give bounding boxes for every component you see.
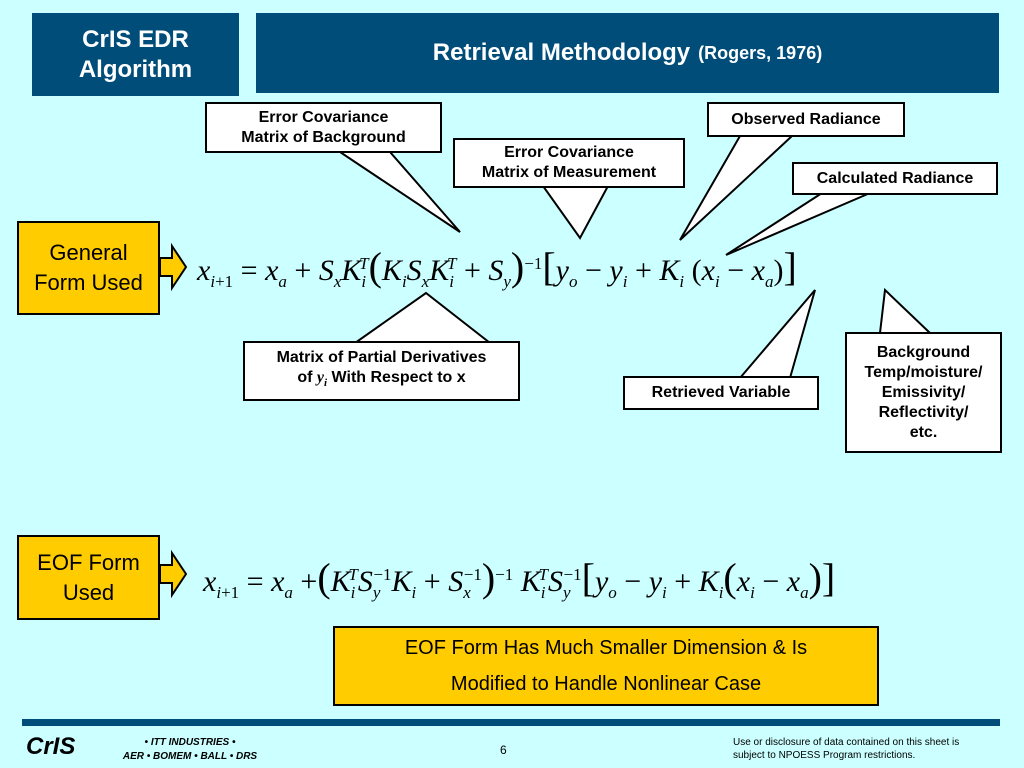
footer-divider <box>22 719 1000 726</box>
footer-legal: Use or disclosure of data contained on t… <box>733 736 1003 762</box>
callout-partial-derivatives-line1: Matrix of Partial Derivatives <box>276 349 487 367</box>
callout-background-line1: Background <box>876 343 971 361</box>
callout-background-line3: Emissivity/ <box>881 383 966 401</box>
partial-derivatives-variable: yi <box>316 369 327 389</box>
callout-background-line5: etc. <box>909 423 938 441</box>
general-form-label-box: General Form Used <box>17 221 160 315</box>
partial-derivatives-of: of <box>297 369 313 387</box>
eof-note-line2: Modified to Handle Nonlinear Case <box>450 673 762 695</box>
eof-form-label-box: EOF Form Used <box>17 535 160 620</box>
pointer-error-cov-background <box>336 151 461 233</box>
callout-error-cov-background: Error Covariance Matrix of Background <box>205 102 442 153</box>
arrow-general-form <box>159 242 188 292</box>
pointer-retrieved-variable <box>737 289 816 379</box>
title-box: Retrieval Methodology (Rogers, 1976) <box>256 13 999 93</box>
general-form-line2: Form Used <box>34 270 143 295</box>
partial-derivatives-var-sub: i <box>324 377 328 390</box>
callout-error-cov-measurement: Error Covariance Matrix of Measurement <box>453 138 685 188</box>
callout-retrieved-variable-label: Retrieved Variable <box>651 384 791 401</box>
footer-companies: • ITT INDUSTRIES • AER • BOMEM • BALL • … <box>112 736 268 764</box>
header-section-box: CrIS EDR Algorithm <box>32 13 239 96</box>
page-number: 6 <box>500 743 507 757</box>
callout-background: Background Temp/moisture/ Emissivity/ Re… <box>845 332 1002 453</box>
callout-background-line4: Reflectivity/ <box>878 403 969 421</box>
page-title: Retrieval Methodology <box>432 39 691 66</box>
footer-companies-line1: • ITT INDUSTRIES • <box>144 737 236 748</box>
general-form-line1: General <box>49 240 128 265</box>
callout-calculated-radiance: Calculated Radiance <box>792 162 998 195</box>
cris-logo: CrIS <box>26 733 76 760</box>
partial-derivatives-rest: With Respect to x <box>331 369 466 387</box>
footer-companies-line2: AER • BOMEM • BALL • DRS <box>122 751 258 762</box>
eof-form-line2: Used <box>62 579 115 605</box>
eof-note-box: EOF Form Has Much Smaller Dimension & Is… <box>333 626 879 706</box>
header-section-line1: CrIS EDR <box>82 25 189 53</box>
callout-observed-radiance-label: Observed Radiance <box>731 110 881 128</box>
pointer-error-cov-measurement <box>541 185 610 240</box>
pointer-background <box>878 287 933 334</box>
footer-legal-line1: Use or disclosure of data contained on t… <box>733 737 960 748</box>
partial-derivatives-var: y <box>316 369 325 387</box>
callout-error-cov-measurement-line2: Matrix of Measurement <box>481 164 657 181</box>
eof-form-equation: xi+1 = xa +(KiTSy−1Ki + Sx−1)−1 KiTSy−1[… <box>203 555 836 602</box>
pointer-partial-derivatives <box>351 291 493 344</box>
callout-error-cov-background-line1: Error Covariance <box>258 108 389 126</box>
arrow-eof-form <box>159 549 188 599</box>
title-reference: (Rogers, 1976) <box>698 42 823 63</box>
callout-error-cov-background-line2: Matrix of Background <box>241 128 406 146</box>
eof-note-line1: EOF Form Has Much Smaller Dimension & Is <box>404 637 808 659</box>
callout-partial-derivatives-line2: of yi With Respect to x <box>297 368 465 393</box>
footer-legal-line2: subject to NPOESS Program restrictions. <box>733 750 916 761</box>
callout-calculated-radiance-label: Calculated Radiance <box>816 169 974 187</box>
callout-partial-derivatives: Matrix of Partial Derivatives of yi With… <box>243 341 520 401</box>
callout-error-cov-measurement-line1: Error Covariance <box>504 144 634 161</box>
callout-background-line2: Temp/moisture/ <box>864 363 983 381</box>
general-form-equation: xi+1 = xa + SxKiT(KiSxKiT + Sy)−1[yo − y… <box>197 244 797 291</box>
eof-form-line1: EOF Form <box>37 549 140 575</box>
header-section-line2: Algorithm <box>78 55 193 83</box>
callout-retrieved-variable: Retrieved Variable <box>623 376 819 410</box>
callout-observed-radiance: Observed Radiance <box>707 102 905 137</box>
